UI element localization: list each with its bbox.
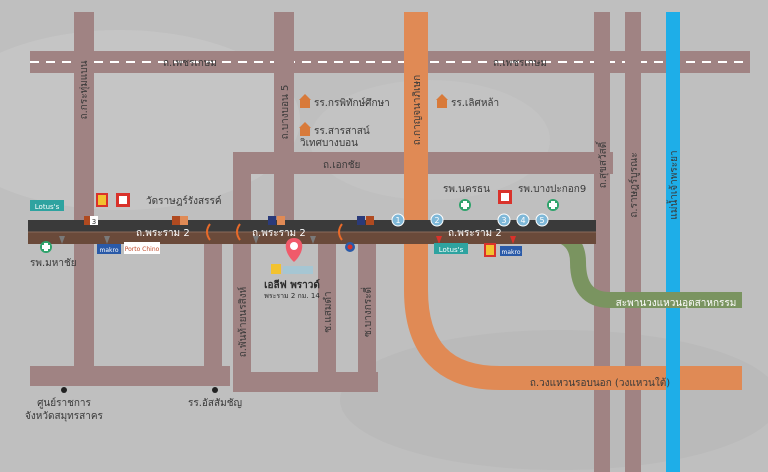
road-bottom-left bbox=[30, 366, 230, 386]
svg-text:1: 1 bbox=[395, 216, 400, 225]
hospital-nakorn-label: รพ.นครธน bbox=[443, 184, 490, 195]
bus-stop-icon bbox=[268, 216, 276, 225]
svg-text:5: 5 bbox=[539, 216, 544, 225]
km-marker: 3 bbox=[84, 216, 98, 226]
grey-triangle-icon bbox=[104, 236, 110, 244]
rama2-label-center: ถ.พระราม 2 bbox=[252, 228, 306, 239]
red-triangle-icon bbox=[436, 236, 442, 244]
school-icon bbox=[299, 122, 311, 136]
numbered-marker-2: 2 bbox=[430, 213, 444, 227]
svg-text:makro: makro bbox=[501, 249, 520, 256]
school-icon bbox=[436, 94, 448, 108]
wat-label: วัดราษฎร์รังสรรค์ bbox=[146, 195, 222, 207]
school-2-label-line2: วิเทศบางบอน bbox=[300, 138, 359, 149]
industrial-bridge-label: สะพานวงแหวนอุตสาหกรรม bbox=[616, 298, 737, 309]
phetkasem-road bbox=[30, 51, 750, 73]
city-hall-label-line2: จังหวัดสมุทรสาคร bbox=[25, 411, 104, 422]
phetkasem-label-right: ถ.เพชรเกษม bbox=[493, 58, 547, 69]
road-left-vertical bbox=[74, 12, 94, 222]
bus-stop-icon bbox=[180, 216, 188, 225]
svg-text:Lotus's: Lotus's bbox=[35, 203, 60, 211]
hospital-icon bbox=[40, 241, 52, 253]
assumption-school-label: รร.อัสสัมชัญ bbox=[188, 398, 242, 409]
lotus-logo: Lotus's bbox=[434, 243, 468, 254]
project-logo bbox=[271, 264, 313, 274]
bang-kradi-label: ซ.บางกระดี่ bbox=[360, 287, 374, 337]
outer-ring-label: ถ.วงแหวนรอบนอก (วงแหวนใต้) bbox=[530, 377, 670, 389]
svg-text:Porto Chino: Porto Chino bbox=[125, 246, 160, 253]
rama2-label-left: ถ.พระราม 2 bbox=[136, 228, 190, 239]
project-address: พระราม 2 กม. 14 bbox=[264, 292, 320, 300]
red-triangle-icon bbox=[510, 236, 516, 244]
kanchanaphisek-label: ถ.กาญจนาภิเษก bbox=[412, 75, 423, 145]
rama2-label-right: ถ.พระราม 2 bbox=[448, 228, 502, 239]
school-3-label: รร.เลิศหล้า bbox=[451, 97, 499, 109]
chao-phraya-river bbox=[666, 12, 680, 472]
u-turn-icon bbox=[236, 223, 241, 241]
ratburana-label: ถ.ราษฎร์บูรณะ bbox=[628, 152, 640, 217]
school-icon bbox=[299, 94, 311, 108]
numbered-marker-5: 5 bbox=[535, 213, 549, 227]
hospital-icon bbox=[547, 199, 559, 211]
bang-bon-5-label: ถ.บางบอน 5 bbox=[280, 85, 291, 140]
numbered-marker-3: 3 bbox=[497, 213, 511, 227]
bus-stop-icon bbox=[366, 216, 374, 225]
hospital-bangpakok-label: รพ.บางปะกอก9 bbox=[518, 184, 586, 195]
lotus-logo: Lotus's bbox=[30, 200, 64, 211]
bang-kradi-road bbox=[358, 232, 376, 392]
u-turn-icon bbox=[206, 223, 211, 241]
project-name: เอลีฟ พราวด์ bbox=[264, 279, 320, 291]
grey-triangle-icon bbox=[310, 236, 316, 244]
u-turn-icon bbox=[338, 223, 343, 241]
suksawat-label: ถ.สุขสวัสดิ์ bbox=[595, 140, 609, 188]
makro-logo: makro bbox=[97, 244, 121, 254]
suksawat-road bbox=[594, 12, 610, 472]
city-hall-label-line1: ศูนย์ราชการ bbox=[37, 397, 91, 409]
school-2-label-line1: รร.สารสาสน์ bbox=[314, 125, 370, 137]
numbered-marker-1: 1 bbox=[391, 213, 405, 227]
assumption-school-dot bbox=[212, 387, 218, 393]
phetkasem-label: ถ.เพชรเกษม bbox=[163, 58, 217, 69]
porto-chino-logo: Porto Chino bbox=[124, 242, 160, 254]
phanthai-road bbox=[233, 152, 251, 392]
svg-text:3: 3 bbox=[501, 216, 506, 225]
krathum-label: ถ.กระทุ่มแบน bbox=[79, 60, 90, 119]
numbered-marker-4: 4 bbox=[516, 213, 530, 227]
svg-text:2: 2 bbox=[434, 216, 439, 225]
makro-logo: makro bbox=[500, 246, 522, 256]
project-location-pin bbox=[285, 238, 303, 262]
city-hall-dot bbox=[61, 387, 67, 393]
phanthai-label: ถ.พันท้ายนรสิงห์ bbox=[237, 287, 249, 358]
saen-dam-road bbox=[318, 232, 336, 392]
grey-triangle-icon bbox=[253, 236, 259, 244]
hospital-mahachai-label: รพ.มหาชัย bbox=[30, 258, 77, 269]
bus-stop-icon bbox=[277, 216, 285, 225]
bus-stop-icon bbox=[357, 216, 365, 225]
outer-ring-road bbox=[404, 12, 742, 390]
svg-text:Lotus's: Lotus's bbox=[439, 246, 464, 254]
school-1-label: รร.กรพิทักษ์ศึกษา bbox=[314, 97, 390, 109]
chao-phraya-label: แม่น้ำเจ้าพระยา bbox=[666, 150, 680, 219]
grey-triangle-icon bbox=[59, 236, 65, 244]
svg-text:makro: makro bbox=[99, 247, 118, 254]
km-marker-label: 3 bbox=[92, 218, 96, 226]
bus-stop-icon bbox=[172, 216, 180, 225]
svg-text:4: 4 bbox=[520, 216, 525, 225]
hospital-icon bbox=[459, 199, 471, 211]
saen-dam-label: ซ.แสมดำ bbox=[323, 291, 334, 332]
ekachai-label: ถ.เอกชัย bbox=[323, 160, 360, 171]
ratburana-road bbox=[625, 12, 641, 472]
gas-station-icon bbox=[345, 242, 355, 252]
